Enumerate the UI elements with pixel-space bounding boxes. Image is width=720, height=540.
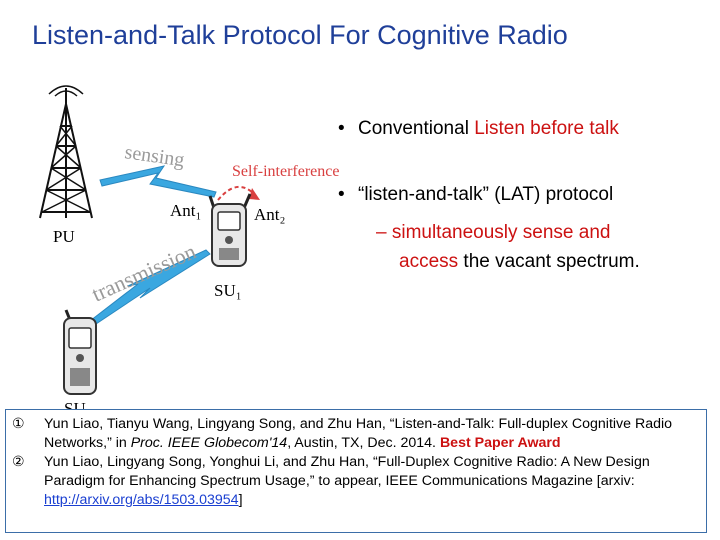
self-interference-label: Self-interference (232, 163, 339, 180)
bullet-conventional: •Conventional Listen before talk (338, 118, 619, 139)
arxiv-link[interactable]: http://arxiv.org/abs/1503.03954 (44, 492, 239, 508)
best-paper-award: Best Paper Award (439, 435, 561, 451)
su1-label: SU₁ (214, 281, 242, 300)
bullet-dot: • (338, 118, 345, 139)
sensing-label: sensing (123, 141, 185, 171)
lat-diagram: sensing Self-interference Ant₁ Ant₂ PU t… (39, 85, 339, 418)
pu-tower-icon (39, 85, 93, 219)
sub-bullet-lat: – simultaneously sense and access the va… (376, 222, 640, 272)
slide-title: Listen-and-Talk Protocol For Cognitive R… (32, 20, 568, 50)
reference-item: ① Yun Liao, Tianyu Wang, Lingyang Song, … (12, 416, 673, 451)
sensing-bolt-icon (99, 165, 217, 198)
self-interference-arrow-icon (217, 186, 257, 201)
reference-marker: ① (12, 416, 25, 432)
listen-before-talk-highlight: Listen before talk (474, 118, 619, 139)
pu-label: PU (53, 227, 75, 246)
reference-item: ② Yun Liao, Lingyang Song, Yonghui Li, a… (12, 454, 650, 508)
su1-phone-icon (208, 193, 252, 267)
ant1-label: Ant₁ (170, 201, 201, 220)
ant2-label: Ant₂ (254, 205, 285, 224)
su2-phone-icon (63, 309, 97, 395)
bullet-dot: • (338, 184, 345, 205)
bullet-lat-protocol: •“listen-and-talk” (LAT) protocol (338, 184, 614, 205)
transmission-label: transmission (88, 238, 200, 306)
references-box: ① Yun Liao, Tianyu Wang, Lingyang Song, … (5, 409, 707, 533)
reference-marker: ② (12, 454, 25, 470)
